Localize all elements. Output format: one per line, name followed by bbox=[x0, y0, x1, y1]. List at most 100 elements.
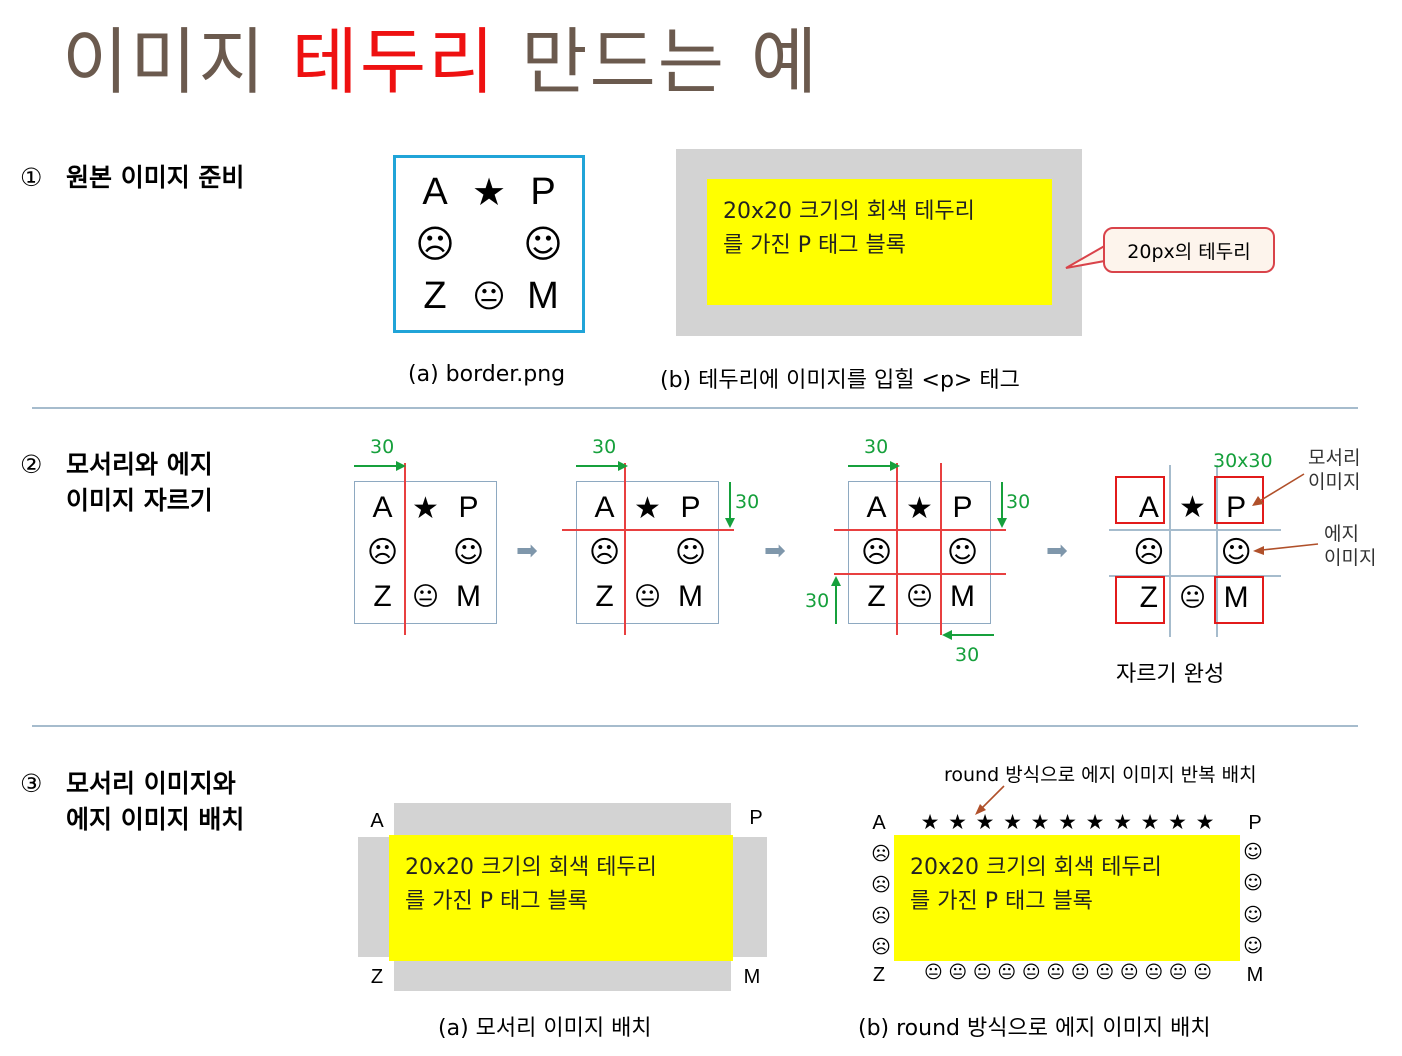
star-icon: ★ bbox=[412, 490, 439, 526]
cut-line-left bbox=[624, 463, 626, 635]
smile-icon: ☺ bbox=[1243, 872, 1263, 895]
round-note-pointer-arrow bbox=[975, 785, 1005, 815]
step-1-number: ① bbox=[20, 163, 43, 192]
round-corner-tr: P bbox=[1248, 811, 1262, 834]
slice-complete: A ★ P ☹ ☺ Z 😐 M bbox=[1109, 465, 1281, 637]
cell-center bbox=[462, 218, 516, 270]
slice-line-h1 bbox=[1109, 529, 1281, 531]
step-arrow-icon: ➡ bbox=[516, 536, 538, 566]
measure-label: 30 bbox=[864, 436, 889, 458]
border-image-caption: (a) border.png bbox=[408, 362, 566, 387]
slice-line-v1 bbox=[1169, 465, 1171, 637]
neutral-face-icon: 😐 bbox=[472, 277, 506, 315]
round-placement-caption: (b) round 방식으로 에지 이미지 배치 bbox=[858, 1016, 1211, 1041]
corner-placement-caption: (a) 모서리 이미지 배치 bbox=[438, 1016, 652, 1041]
cell-m: M bbox=[678, 579, 703, 613]
round-corner-bl: Z bbox=[872, 963, 886, 986]
smile-icon: ☺ bbox=[674, 534, 707, 570]
measure-arrow-top bbox=[725, 482, 735, 528]
round-placement-p-block: 20x20 크기의 회색 테두리 를 가진 P 태그 블록 bbox=[894, 835, 1240, 961]
cell-size-label: 30x30 bbox=[1213, 450, 1273, 472]
p-tag-text-line1: 20x20 크기의 회색 테두리 bbox=[723, 199, 975, 224]
neutral-face-icon: 😐 bbox=[905, 581, 934, 612]
cell-a: A bbox=[594, 491, 615, 525]
cell-z: Z bbox=[373, 579, 392, 613]
round-left-edge: ☹ ☹ ☹ ☹ bbox=[866, 838, 896, 962]
measure-arrow-top bbox=[997, 482, 1007, 528]
p-tag-text-line2: 를 가진 P 태그 블록 bbox=[723, 233, 906, 258]
cell-z: Z bbox=[867, 579, 886, 613]
step-2-text-line1: 모서리와 에지 bbox=[66, 450, 213, 479]
corner-highlight-m bbox=[1214, 576, 1264, 624]
measure-label: 30 bbox=[805, 590, 830, 612]
step-arrow-icon: ➡ bbox=[1046, 536, 1068, 566]
p-tag-text-line2: 를 가진 P 태그 블록 bbox=[910, 889, 1093, 914]
step-2-number: ② bbox=[20, 450, 43, 479]
measure-label: 30 bbox=[370, 436, 395, 458]
cell-center bbox=[898, 530, 941, 574]
step-1-text: 원본 이미지 준비 bbox=[66, 163, 245, 192]
slice-stage-3: A ★ P ☹ ☺ Z 😐 M bbox=[848, 481, 991, 624]
cut-line-top bbox=[834, 529, 1006, 531]
smile-icon: ☺ bbox=[946, 534, 979, 570]
frown-icon: ☹ bbox=[871, 935, 891, 958]
corner-br: M bbox=[743, 965, 761, 988]
measure-arrow-left bbox=[354, 461, 406, 471]
round-bottom-edge-faces: 😐 😐 😐 😐 😐 😐 😐 😐 😐 😐 😐 😐 bbox=[923, 962, 1213, 983]
star-icon: ★ bbox=[634, 490, 661, 526]
p-tag-text-line2: 를 가진 P 태그 블록 bbox=[405, 889, 588, 914]
cell-a: A bbox=[866, 491, 887, 525]
corner-tl-bg bbox=[358, 803, 394, 837]
corner-tr-bg bbox=[731, 803, 767, 837]
smile-icon: ☺ bbox=[1243, 903, 1263, 926]
corner-placement-p-block: 20x20 크기의 회색 테두리 를 가진 P 태그 블록 bbox=[389, 835, 733, 961]
star-icon: ★ bbox=[471, 170, 507, 214]
frown-icon: ☹ bbox=[415, 222, 455, 266]
cell-m: M bbox=[527, 274, 559, 317]
measure-label: 30 bbox=[735, 491, 760, 513]
p-tag-block: 20x20 크기의 회색 테두리 를 가진 P 태그 블록 bbox=[707, 179, 1052, 305]
step-3-text-line2: 에지 이미지 배치 bbox=[66, 805, 245, 834]
corner-tr: P bbox=[749, 806, 763, 829]
cell-a: A bbox=[1138, 490, 1159, 524]
cell-p: P bbox=[1226, 490, 1247, 524]
smile-icon: ☺ bbox=[523, 222, 563, 266]
frown-icon: ☹ bbox=[871, 842, 891, 865]
neutral-face-icon: 😐 bbox=[411, 581, 440, 612]
corner-pointer-arrow bbox=[1252, 473, 1305, 506]
frown-icon: ☹ bbox=[871, 873, 891, 896]
cut-line-bottom bbox=[834, 573, 1006, 575]
cut-line-top bbox=[562, 529, 734, 531]
measure-arrow-left bbox=[848, 461, 900, 471]
measure-arrow-left bbox=[576, 461, 628, 471]
cell-p: P bbox=[458, 491, 479, 525]
callout-20px-border: 20px의 테두리 bbox=[1103, 227, 1275, 273]
frown-icon: ☹ bbox=[871, 904, 891, 927]
step-3-text-line1: 모서리 이미지와 bbox=[66, 769, 236, 798]
frown-icon: ☹ bbox=[1133, 535, 1165, 570]
measure-arrow-right bbox=[942, 630, 994, 640]
slice-line-v2 bbox=[1216, 465, 1218, 637]
corner-label-line2: 이미지 bbox=[1308, 471, 1361, 493]
round-top-edge-stars: ★ ★ ★ ★ ★ ★ ★ ★ ★ ★ ★ bbox=[920, 810, 1216, 834]
measure-label: 30 bbox=[592, 436, 617, 458]
neutral-face-icon: 😐 bbox=[633, 581, 662, 612]
edge-pointer-arrow bbox=[1253, 543, 1319, 555]
round-note: round 방식으로 에지 이미지 반복 배치 bbox=[944, 764, 1257, 786]
round-corner-tl: A bbox=[872, 811, 886, 834]
star-icon: ★ bbox=[906, 490, 933, 526]
slice-stage-1: A ★ P ☹ ☺ Z 😐 M bbox=[354, 481, 497, 624]
cell-m: M bbox=[456, 579, 481, 613]
corner-highlight-z bbox=[1115, 576, 1165, 624]
round-corner-br: M bbox=[1246, 963, 1264, 986]
step-2-text-line2: 이미지 자르기 bbox=[66, 486, 213, 515]
smile-icon: ☺ bbox=[1243, 935, 1263, 958]
title-part1: 이미지 bbox=[62, 20, 267, 104]
frown-icon: ☹ bbox=[366, 534, 399, 570]
corner-bl-bg bbox=[358, 957, 394, 991]
p-tag-caption: (b) 테두리에 이미지를 입힐 <p> 태그 bbox=[660, 368, 1020, 393]
neutral-face-icon: 😐 bbox=[1178, 582, 1207, 613]
measure-arrow-bottom bbox=[831, 576, 841, 624]
edge-label-line2: 이미지 bbox=[1324, 547, 1377, 569]
